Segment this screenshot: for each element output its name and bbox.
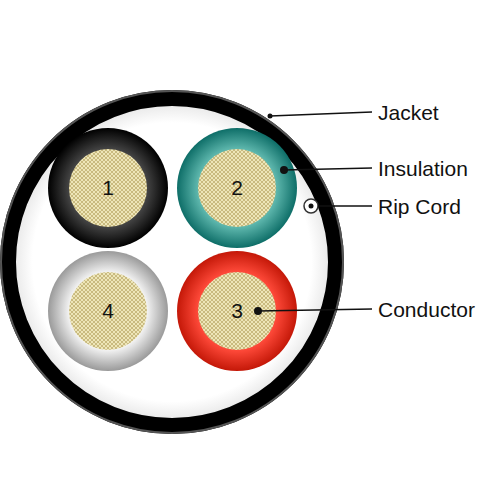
callout-number: 1 — [102, 176, 114, 200]
jacket — [1, 91, 343, 433]
part-label: Conductor — [378, 299, 475, 320]
callout-number: 4 — [102, 299, 114, 323]
leader-dots — [254, 114, 314, 316]
leader-lines — [258, 112, 372, 311]
callout-number: 2 — [231, 176, 243, 200]
conductor: 3 — [199, 273, 275, 349]
part-label: Rip Cord — [378, 196, 461, 217]
conductor: 1 — [70, 150, 146, 226]
part-label: Jacket — [378, 102, 439, 123]
rip-cord — [304, 199, 318, 213]
wire-1 — [48, 128, 168, 248]
part-label: Insulation — [378, 158, 468, 179]
conductor: 2 — [199, 150, 275, 226]
callout-number: 3 — [231, 299, 243, 323]
wire-2 — [177, 128, 297, 248]
wire-4 — [48, 251, 168, 371]
conductor: 4 — [70, 273, 146, 349]
